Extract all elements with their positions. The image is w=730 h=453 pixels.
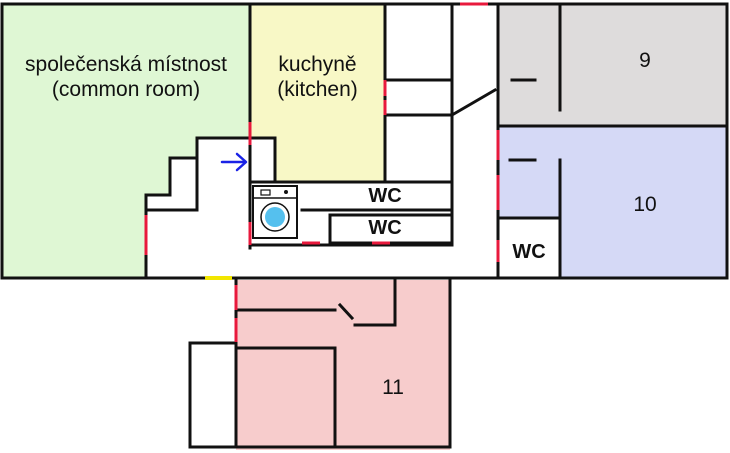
small-corridor-room10: [498, 218, 560, 278]
kitchen-name-en: (kitchen): [277, 78, 358, 102]
kitchen-label: kuchyně (kitchen): [250, 52, 385, 102]
room-11-label: 11: [382, 376, 404, 399]
wc-label-1: WC: [368, 185, 402, 207]
storage-room: [190, 343, 236, 447]
common-room-name: společenská místnost: [25, 53, 227, 76]
room-9: [498, 4, 727, 126]
wc-label-3: WC: [512, 241, 546, 263]
kitchen-name: kuchyně: [278, 53, 357, 76]
wc-label-2: WC: [368, 217, 402, 239]
doors: [144, 2, 500, 342]
common-room-name-en: (common room): [51, 78, 201, 102]
staircase: [146, 138, 275, 278]
room-11: [236, 280, 450, 450]
washing-machine-icon: [252, 185, 298, 239]
room-10-label: 10: [633, 193, 657, 216]
arrow-right-icon: [220, 152, 248, 172]
common-room-label: společenská místnost (common room): [2, 52, 250, 102]
room-9-label: 9: [639, 49, 651, 72]
